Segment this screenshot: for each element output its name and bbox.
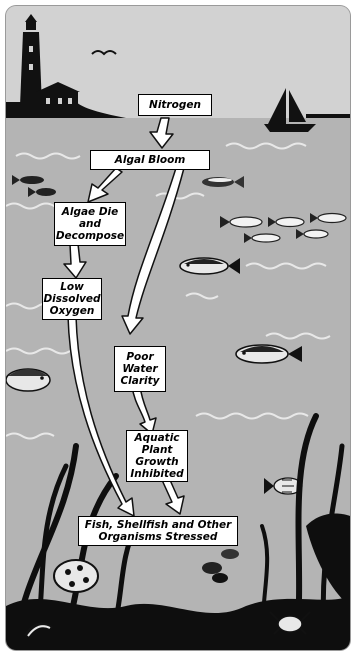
node-low-oxygen-label: Low Dissolved Oxygen xyxy=(43,281,100,317)
node-nitrogen: Nitrogen xyxy=(138,94,212,116)
node-poor-clarity: Poor Water Clarity xyxy=(114,346,166,392)
node-nitrogen-label: Nitrogen xyxy=(149,99,201,111)
fish-icon xyxy=(6,369,50,391)
node-fish-stressed: Fish, Shellfish and Other Organisms Stre… xyxy=(78,516,238,546)
node-algal-bloom: Algal Bloom xyxy=(90,150,210,170)
node-algal-bloom-label: Algal Bloom xyxy=(115,154,186,166)
node-poor-clarity-label: Poor Water Clarity xyxy=(118,351,162,387)
far-shore xyxy=(306,114,350,118)
node-algae-die-label: Algae Die and Decompose xyxy=(56,206,124,242)
node-fish-stressed-label: Fish, Shellfish and Other Organisms Stre… xyxy=(82,519,234,543)
shell-icon xyxy=(54,560,98,592)
node-aquatic-plant: Aquatic Plant Growth Inhibited xyxy=(126,430,188,482)
node-algae-die: Algae Die and Decompose xyxy=(54,202,126,246)
diagram-frame: Nitrogen Algal Bloom Algae Die and Decom… xyxy=(6,6,350,650)
node-aquatic-plant-label: Aquatic Plant Growth Inhibited xyxy=(130,432,184,480)
node-low-oxygen: Low Dissolved Oxygen xyxy=(42,278,102,320)
